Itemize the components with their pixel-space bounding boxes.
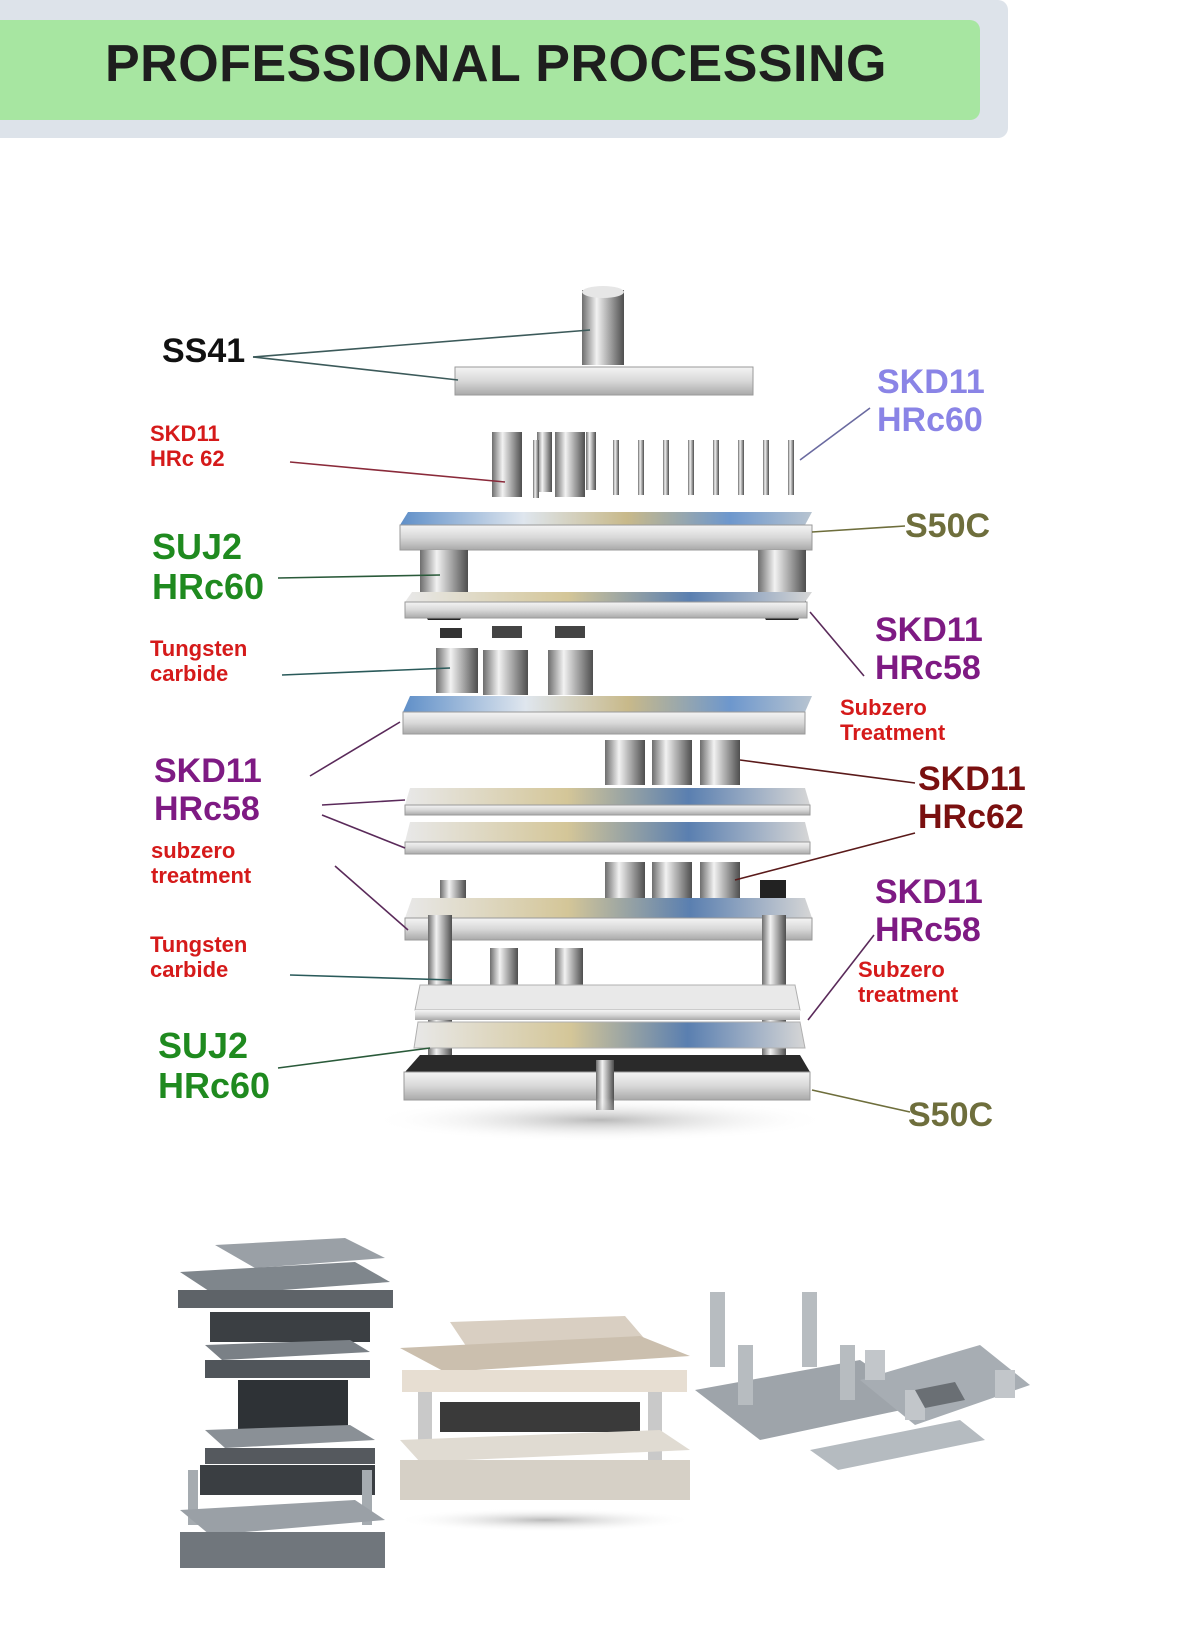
label-skd11-hrc62-right: SKD11 HRc62 (918, 760, 1026, 837)
punch-holder-plate (399, 512, 813, 551)
label-skd11-hrc58-right: SKD11 HRc58 (875, 611, 983, 688)
product-image-exploded-die (178, 1238, 393, 1568)
label-tungsten-carbide-top: Tungsten carbide (150, 636, 248, 686)
label-subzero-treatment-lower: Subzero treatment (858, 957, 959, 1007)
banner (0, 20, 980, 120)
page-title: PROFESSIONAL PROCESSING (105, 35, 888, 93)
leader-lines (252, 329, 916, 1113)
label-skd11-hrc62-top: SKD11 HRc 62 (150, 421, 225, 471)
product-image-die-components (695, 1292, 1030, 1470)
punch-cluster-upper (605, 740, 740, 785)
shank (582, 286, 624, 365)
label-subzero-treatment-right: Subzero Treatment (840, 695, 946, 745)
die-plate (404, 898, 813, 941)
label-tungsten-carbide-lower: Tungsten carbide (150, 932, 248, 982)
label-skd11-hrc58-lower: SKD11 HRc58 (875, 873, 983, 950)
label-suj2-hrc60-bottom: SUJ2 HRc60 (158, 1025, 271, 1107)
label-s50c-bottom: S50C (908, 1096, 994, 1134)
punches (492, 432, 794, 498)
label-s50c-top: S50C (905, 507, 991, 545)
label-skd11-hrc60: SKD11 HRc60 (877, 363, 985, 440)
label-suj2-hrc60-top: SUJ2 HRc60 (152, 526, 265, 608)
stripper-plate (402, 696, 812, 735)
punch-cluster-lower (440, 862, 786, 908)
thin-plate-1 (404, 788, 811, 816)
product-image-die-set (395, 1316, 695, 1532)
top-plate-ss41 (454, 366, 754, 396)
label-subzero-treatment-left: subzero treatment (151, 838, 252, 888)
label-skd11-hrc58-left: SKD11 HRc58 (154, 752, 262, 829)
carbide-dies-top (436, 626, 593, 695)
die-holder-plate (413, 984, 806, 1049)
label-ss41: SS41 (162, 332, 246, 370)
thin-plate-2 (404, 822, 811, 855)
backing-plate (404, 592, 812, 619)
bottom-base-plate (370, 1055, 830, 1142)
